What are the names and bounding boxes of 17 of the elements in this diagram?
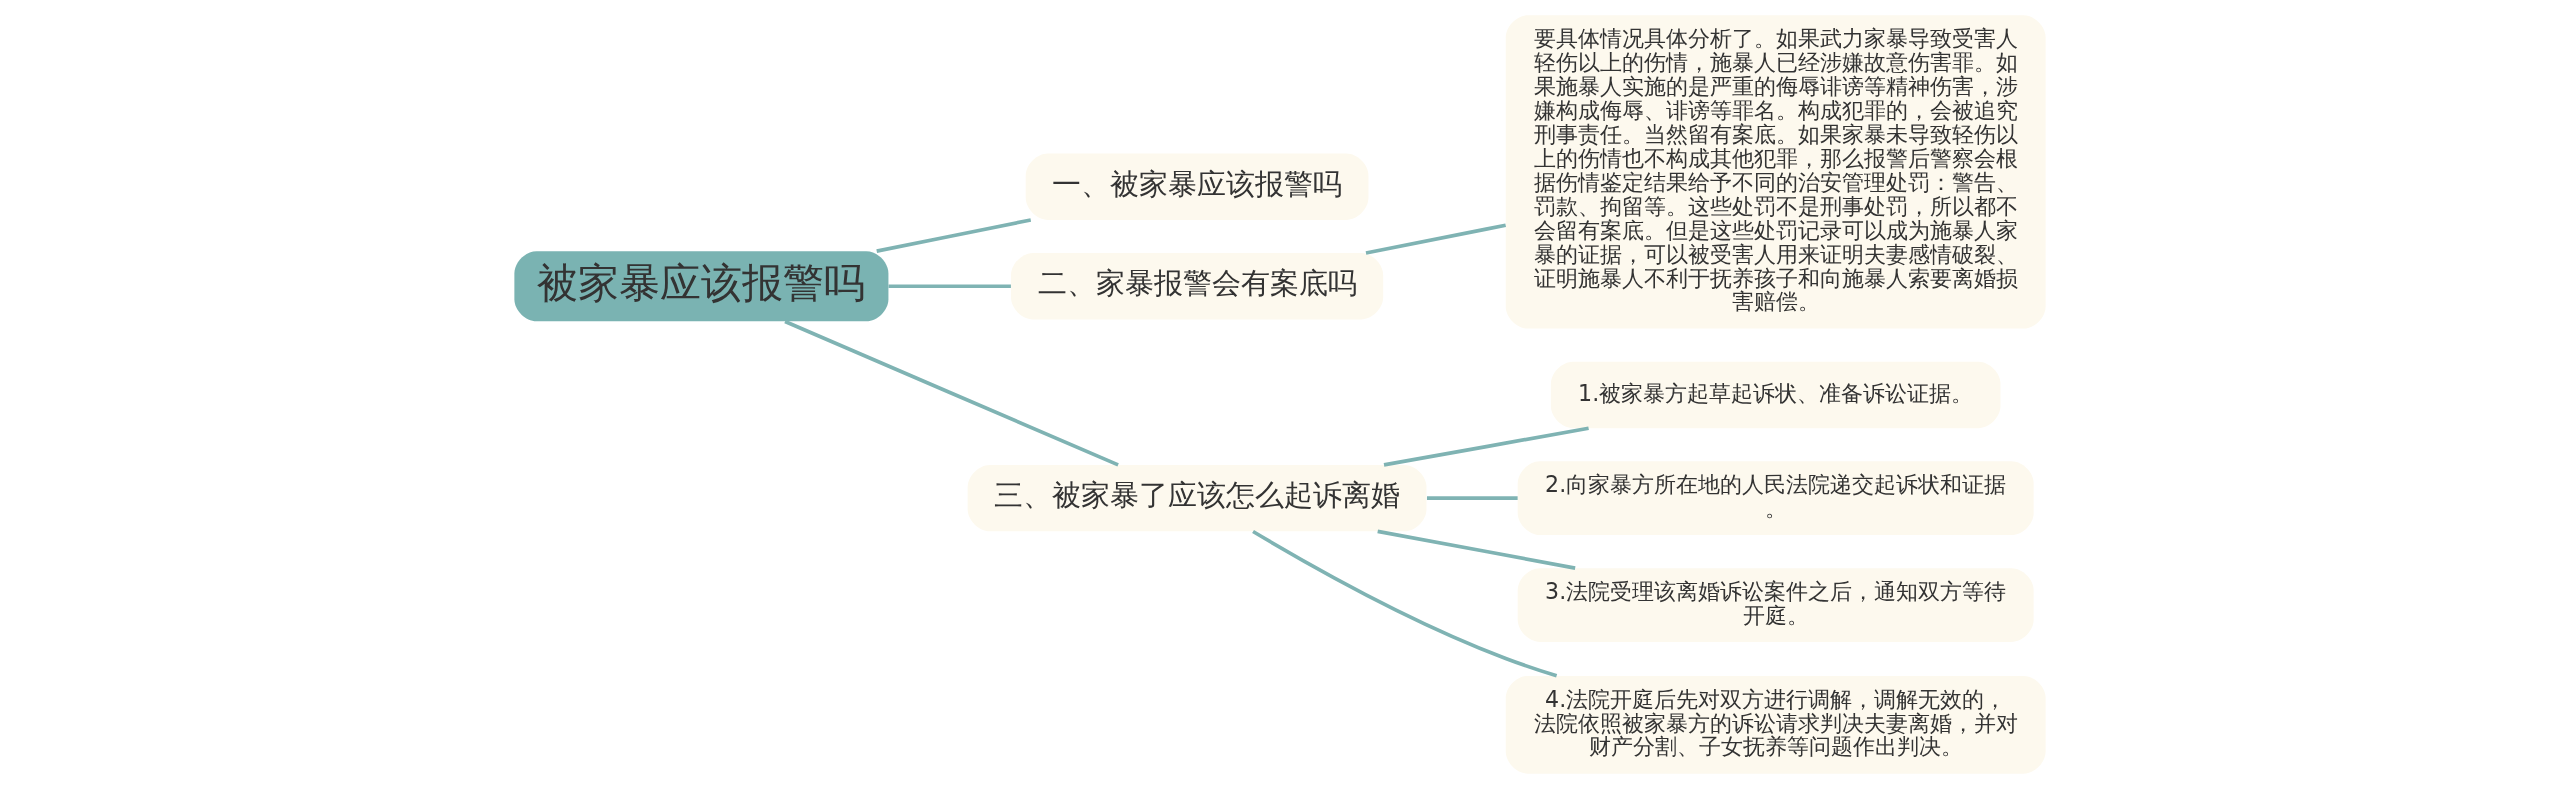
node-box: 二、家暴报警会有案底吗 [1010,253,1384,320]
node-box: 三、被家暴了应该怎么起诉离婚 [967,465,1427,532]
connector [1377,529,1576,570]
connector [784,319,1119,467]
connector [1383,426,1589,467]
connector [1252,529,1558,678]
node-box: 被家暴应该报警吗 [514,251,889,322]
node-box: 1.被家暴方起草起诉状、准备诉讼证据。 [1550,361,2001,429]
node-box: 2.向家暴方所在地的人民法院递交起诉状和证据。 [1517,461,2034,535]
connector [888,284,1011,289]
node-box: 要具体情况具体分析了。如果武力家暴导致受害人轻伤以上的伤情，施暴人已经涉嫌故意伤害罪。如果施暴人实施的是严重的侮辱诽谤等精神伤害，涉嫌构成侮辱、诽谤等罪名。构成犯罪的，会被追究刑事责任。当然留有案底。如果家暴未导致轻伤以上的伤情也不构成其他犯罪，那么报警后警察会根据伤情鉴定结果给予不同的治安管理处罚：警告、罚款、拘留等。这些处罚不是刑事处罚，所以都不会留有案底。但是这些处罚记录可以成为施暴人家暴的证据，可以被受害人用来证明夫妻感情破裂、证明施暴人不利于抚养孩子和向施暴人索要离婚损害赔偿。 [1505,15,2046,329]
node-box: 4.法院开庭后先对双方进行调解，调解无效的，法院依照被家暴方的诉讼请求判决夫妻离婚，并对财产分割、子女抚养等问题作出判决。 [1505,675,2046,774]
connector [876,218,1032,253]
connector [1365,223,1506,255]
node-box: 3.法院受理该离婚诉讼案件之后，通知双方等待开庭。 [1517,568,2034,642]
connector [1426,496,1518,500]
node-box: 一、被家暴应该报警吗 [1025,153,1369,220]
